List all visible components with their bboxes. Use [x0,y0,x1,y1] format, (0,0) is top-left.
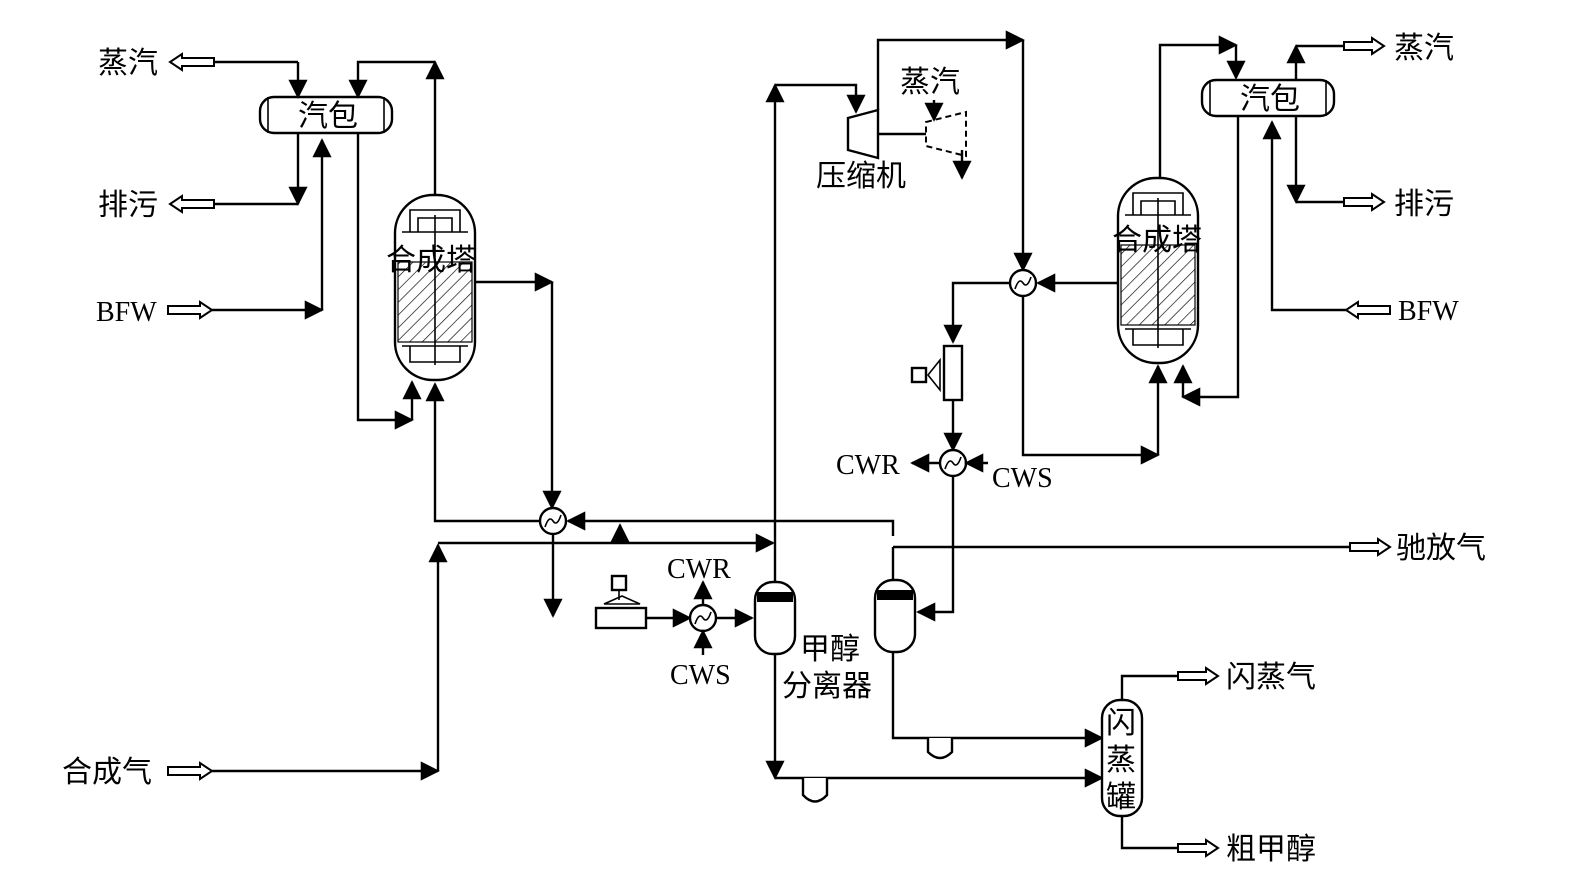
left-steam-drum: 汽包 [258,95,394,135]
purge-gas-hollow-arrow [1349,537,1392,557]
left-air-cooler [594,574,648,630]
syngas-label: 合成气 [62,755,152,790]
left-heat-exchanger [538,506,568,536]
right-cws-label: CWS [992,463,1053,494]
left-blowdown-label: 排污 [98,188,158,223]
left-cwr-label: CWR [667,554,731,585]
right-bfw-input: BFW [1262,120,1459,327]
right-steam-output: 蒸汽 [1286,31,1454,80]
right-blowdown-hollow-arrow [1343,192,1386,212]
right-water-cooler [938,448,968,478]
right-air-cooler [910,344,964,402]
crude-methanol-hollow-arrow [1177,838,1220,858]
methanol-separator-1 [753,580,797,656]
right-synthesis-tower: 合成塔 [1112,176,1202,365]
right-heat-exchanger [1008,268,1038,298]
right-synthesis-tower-label: 合成塔 [1112,223,1202,258]
flash-tank-label-1: 闪 [1106,706,1136,741]
right-blowdown-label: 排污 [1394,187,1454,222]
right-blowdown-output: 排污 [1286,116,1454,222]
flash-tank: 闪 蒸 罐 [1100,698,1144,818]
compressor-label: 压缩机 [816,159,906,194]
right-steam-drum-label: 汽包 [1240,82,1300,117]
left-bfw-hollow-arrow [167,300,214,320]
methanol-separator-label-2: 分离器 [782,669,872,704]
left-synthesis-tower: 合成塔 [386,193,477,382]
separator-2-level-pot [926,738,954,760]
syngas-input: 合成气 [62,533,775,790]
right-bfw-label: BFW [1398,296,1459,327]
syngas-hollow-arrow [167,761,214,781]
left-steam-drum-label: 汽包 [298,99,358,134]
left-blowdown-output: 排污 [98,133,308,223]
crude-methanol-label: 粗甲醇 [1226,832,1316,867]
left-steam-label: 蒸汽 [98,46,158,81]
left-steam-hollow-arrow [168,52,215,72]
purge-gas-label: 驰放气 [1396,531,1486,566]
separator-1-level-pot [801,778,829,803]
left-bfw-label: BFW [96,297,157,328]
compressor: 压缩机 蒸汽 [816,65,967,194]
right-steam-label: 蒸汽 [1394,31,1454,66]
flash-gas-label: 闪蒸气 [1226,660,1316,695]
flash-tank-label-3: 罐 [1106,780,1136,815]
flash-tank-label-2: 蒸 [1106,743,1136,778]
left-blowdown-hollow-arrow [168,194,215,214]
right-bfw-hollow-arrow [1344,300,1391,320]
left-water-cooler [688,603,718,633]
compressor-steam-label: 蒸汽 [900,65,960,100]
left-steam-output: 蒸汽 [98,46,308,99]
right-steam-hollow-arrow [1343,36,1386,56]
methanol-separator-label-1: 甲醇 [800,632,860,667]
left-synthesis-tower-label: 合成塔 [386,243,476,278]
methanol-separator-2 [873,578,917,654]
left-bfw-input: BFW [96,138,332,328]
flash-gas-hollow-arrow [1177,666,1220,686]
right-steam-drum: 汽包 [1200,78,1336,118]
right-cwr-label: CWR [836,450,900,481]
left-cws-label: CWS [670,660,731,691]
